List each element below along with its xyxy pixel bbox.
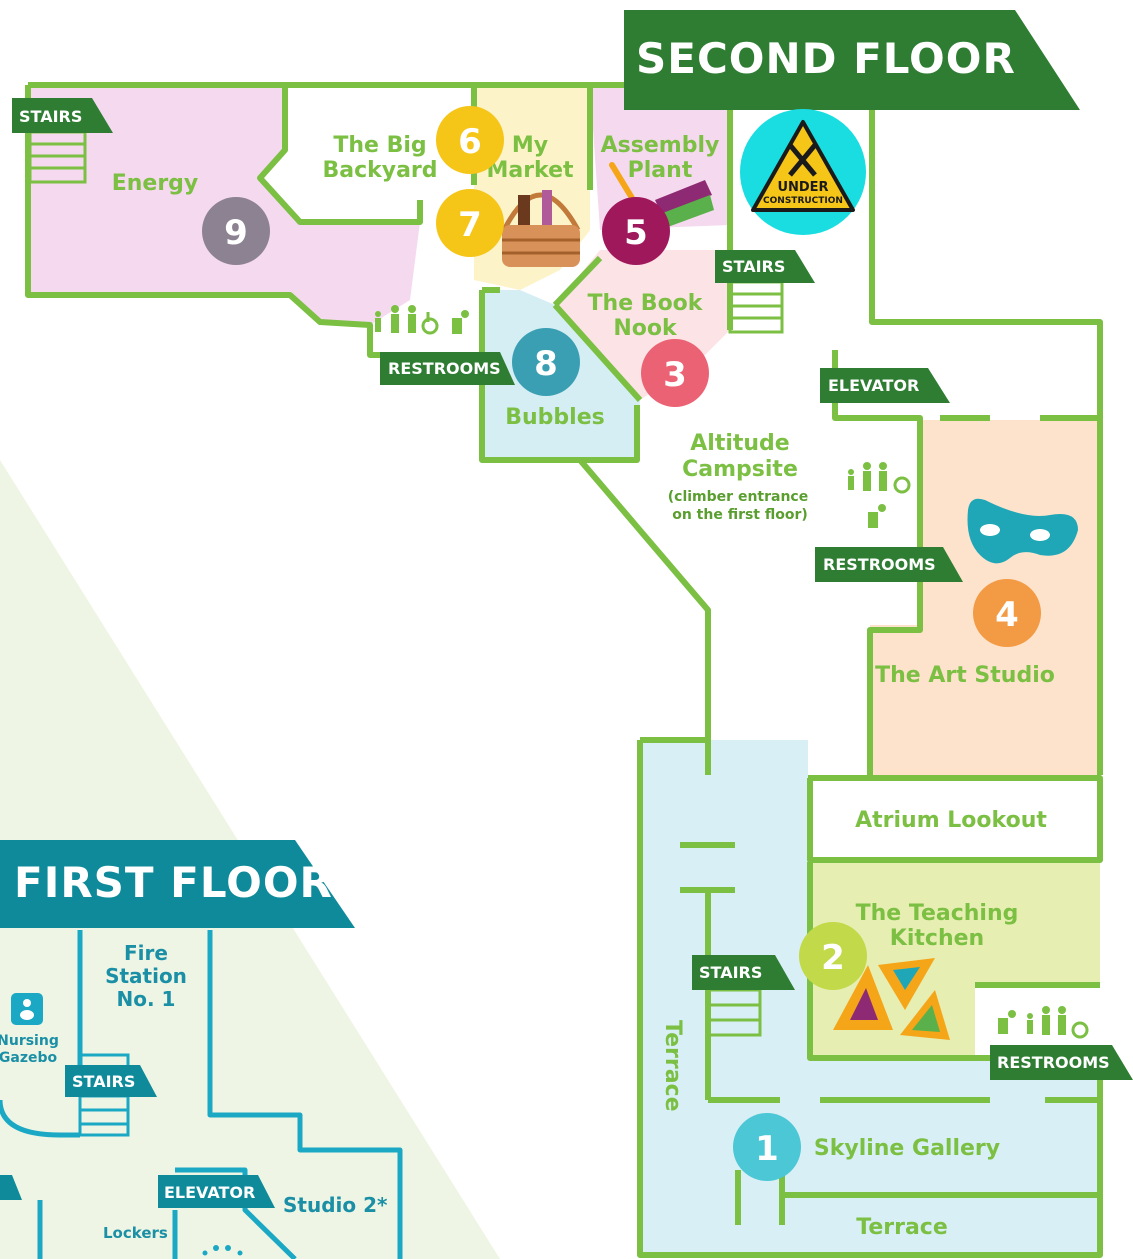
first-floor-title: FIRST FLOOR — [14, 858, 333, 907]
marker-9[interactable]: 9 — [202, 197, 270, 265]
marker-2[interactable]: 2 — [799, 922, 867, 990]
lockers-label: Lockers — [103, 1224, 168, 1242]
marker-1[interactable]: 1 — [733, 1113, 801, 1181]
marker-6[interactable]: 6 — [436, 106, 504, 174]
my-market-label-1: My — [512, 133, 548, 158]
marker-8[interactable]: 8 — [512, 328, 580, 396]
book-nook-label-2: Nook — [613, 316, 678, 341]
marker-7-num: 7 — [458, 205, 482, 245]
marker-5-num: 5 — [624, 213, 648, 253]
second-floor-title: SECOND FLOOR — [636, 34, 1016, 83]
altitude-note-2: on the first floor) — [672, 507, 808, 523]
atrium-lookout-room — [810, 778, 1100, 860]
marker-5[interactable]: 5 — [602, 197, 670, 265]
second-floor-banner — [624, 10, 1080, 110]
altitude-label-2: Campsite — [682, 457, 798, 482]
restrooms-flag-kitchen — [990, 1045, 1133, 1080]
restrooms-label-kitchen: RESTROOMS — [997, 1053, 1110, 1072]
fire-station-label-2: Station — [105, 964, 187, 988]
restroom-family-icon — [375, 305, 416, 333]
bubbles-label: Bubbles — [505, 405, 604, 430]
water-fountain-icon — [452, 310, 469, 334]
marker-6-num: 6 — [458, 122, 482, 162]
altitude-note-1: (climber entrance — [668, 489, 808, 505]
stairs-label-energy: STAIRS — [19, 107, 82, 126]
assembly-plant-label-1: Assembly — [601, 133, 720, 158]
studio-2-label: Studio 2* — [283, 1193, 388, 1217]
first-floor-stairs-label: STAIRS — [72, 1072, 135, 1091]
first-floor-elevator-label: ELEVATOR — [164, 1183, 255, 1202]
restrooms-label-art: RESTROOMS — [823, 555, 936, 574]
marker-3[interactable]: 3 — [641, 339, 709, 407]
nursing-icon — [11, 993, 43, 1025]
big-backyard-label-2: Backyard — [322, 158, 437, 183]
stairs-flag-center — [715, 250, 815, 283]
restrooms-flag-art — [815, 547, 963, 582]
skyline-gallery-label: Skyline Gallery — [814, 1136, 1000, 1161]
stairs-label-center: STAIRS — [722, 257, 785, 276]
assembly-plant-label-2: Plant — [628, 158, 693, 183]
marker-1-num: 1 — [755, 1129, 779, 1169]
teaching-kitchen-label-1: The Teaching — [856, 901, 1019, 926]
construction-sign-icon: UNDER CONSTRUCTION — [740, 109, 866, 235]
atrium-lookout-label: Atrium Lookout — [855, 808, 1047, 833]
elevator-flag — [820, 368, 950, 403]
big-backyard-label-1: The Big — [333, 133, 426, 158]
first-floor-flag-partial — [0, 1175, 22, 1200]
masquerade-mask-icon — [967, 498, 1078, 564]
teaching-kitchen-label-2: Kitchen — [890, 926, 984, 951]
marker-3-num: 3 — [663, 355, 687, 395]
nursing-label: Nursing — [0, 1033, 59, 1049]
under-label: UNDER — [777, 180, 828, 195]
marker-4[interactable]: 4 — [973, 579, 1041, 647]
my-market-label-2: Market — [486, 158, 574, 183]
marker-4-num: 4 — [995, 595, 1019, 635]
stairs-flag-energy — [12, 98, 113, 133]
water-fountain-icon-art — [868, 504, 886, 528]
terrace-vertical-label: Terrace — [660, 1020, 685, 1112]
accessible-icon-art — [893, 476, 911, 494]
first-floor-elevator-flag — [158, 1175, 275, 1208]
accessible-icon — [421, 312, 439, 335]
stairs-flag-terrace — [692, 955, 795, 990]
assembly-blocks-icon — [609, 162, 714, 228]
accessible-icon-kitchen — [1071, 1021, 1089, 1039]
fire-station-label-1: Fire — [124, 941, 168, 965]
restroom-family-icon-art — [848, 462, 887, 491]
restrooms-label-bubbles: RESTROOMS — [388, 359, 501, 378]
first-floor-restroom-icon — [202, 1245, 243, 1256]
book-nook-label-1: The Book — [588, 291, 704, 316]
energy-label: Energy — [112, 171, 199, 196]
altitude-label-1: Altitude — [690, 431, 789, 456]
kitchen-triangles-icon — [833, 958, 950, 1040]
terrace-label: Terrace — [856, 1215, 948, 1240]
market-basket-icon — [501, 190, 581, 267]
marker-8-num: 8 — [534, 344, 558, 384]
gazebo-label: Gazebo — [0, 1050, 57, 1066]
first-floor-stairs-flag — [65, 1065, 157, 1097]
art-studio-label: The Art Studio — [875, 663, 1055, 688]
first-floor-banner — [0, 840, 355, 928]
fire-station-label-3: No. 1 — [117, 987, 176, 1011]
stairs-label-terrace: STAIRS — [699, 963, 762, 982]
first-floor: FIRST FLOOR STAIRS ELEVATOR Fire Station… — [0, 460, 500, 1259]
marker-9-num: 9 — [224, 213, 248, 253]
elevator-label: ELEVATOR — [828, 376, 919, 395]
construction-label: CONSTRUCTION — [763, 196, 843, 206]
marker-2-num: 2 — [821, 938, 845, 978]
marker-7[interactable]: 7 — [436, 189, 504, 257]
restroom-family-icon-kitchen — [998, 1006, 1066, 1035]
restrooms-flag-bubbles — [380, 352, 515, 385]
